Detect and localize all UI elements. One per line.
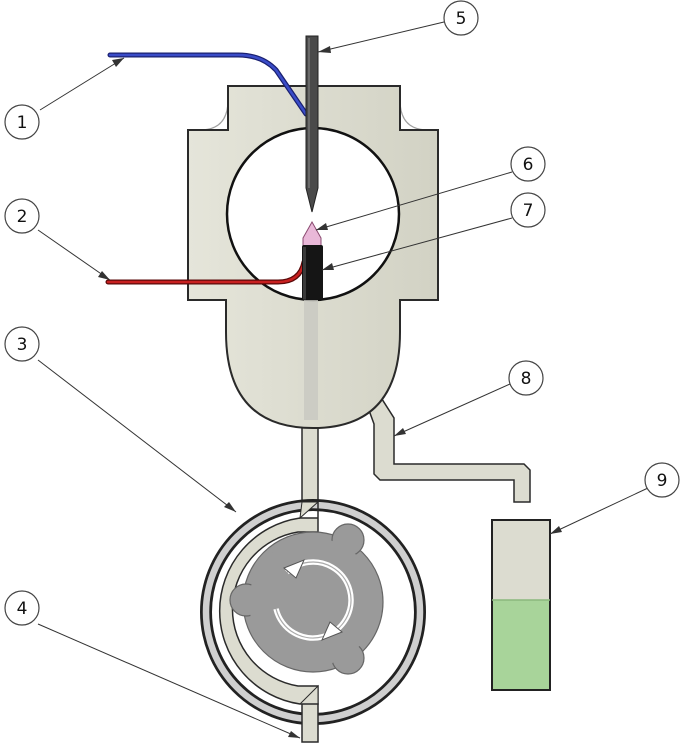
rotation-arrows-icon — [272, 559, 354, 641]
ground-electrode — [302, 245, 323, 300]
reactor-corner-tr — [399, 99, 429, 131]
leader-1 — [39, 57, 125, 111]
callout-8-label: 8 — [521, 369, 532, 389]
reactor-outlet-pipe — [301, 417, 319, 507]
leader-arrow-2 — [98, 271, 110, 280]
leader-4 — [37, 623, 301, 739]
pump-outlet-pipe — [301, 703, 319, 743]
leader-lines — [37, 21, 649, 739]
needle-electrode — [305, 35, 319, 213]
leader-6 — [315, 171, 513, 231]
leader-arrow-1 — [112, 58, 124, 67]
leader-7 — [321, 217, 513, 271]
leader-arrow-5 — [318, 46, 331, 53]
reactor-corner-tl — [199, 99, 229, 131]
callout-6: 6 — [510, 146, 546, 182]
collection-container — [491, 519, 551, 691]
callout-2: 2 — [4, 198, 40, 234]
leader-arrow-3 — [224, 502, 236, 512]
leader-3 — [37, 359, 237, 513]
rotation-arrow-head-bottom — [321, 621, 343, 641]
callout-9-label: 9 — [657, 471, 668, 491]
callout-6-label: 6 — [523, 155, 534, 175]
leader-arrow-7 — [322, 263, 334, 270]
callout-5: 5 — [443, 0, 479, 36]
leader-5 — [317, 21, 445, 53]
callout-7: 7 — [510, 192, 546, 228]
callout-1: 1 — [4, 104, 40, 140]
leader-2 — [37, 229, 111, 281]
callout-8: 8 — [508, 360, 544, 396]
callout-4: 4 — [4, 590, 40, 626]
rotation-arrow-head-top — [283, 559, 305, 579]
callout-2-label: 2 — [17, 207, 28, 227]
callout-5-label: 5 — [456, 9, 467, 29]
ground-electrode-edge — [303, 247, 306, 300]
leader-9 — [549, 487, 649, 535]
pump-rotor — [229, 523, 384, 675]
needle-highlight — [308, 38, 310, 188]
callout-1-label: 1 — [17, 113, 28, 133]
callout-4-label: 4 — [17, 599, 28, 619]
callout-3: 3 — [4, 326, 40, 362]
leader-arrow-9 — [550, 526, 562, 534]
reactor-channel — [304, 300, 318, 420]
leader-arrow-4 — [288, 731, 300, 738]
callout-7-label: 7 — [523, 201, 534, 221]
leader-arrow-8 — [394, 428, 406, 436]
pump-tubing-wedge-top — [299, 501, 320, 520]
blue-wire-highlight — [108, 53, 308, 116]
leader-8 — [393, 383, 511, 437]
leader-arrow-6 — [316, 223, 328, 230]
leader-arrowheads — [98, 46, 562, 738]
callout-9: 9 — [644, 462, 680, 498]
drain-pipe — [365, 395, 531, 503]
container-empty-part — [492, 520, 550, 600]
container-liquid — [492, 600, 550, 690]
callout-3-label: 3 — [17, 335, 28, 355]
